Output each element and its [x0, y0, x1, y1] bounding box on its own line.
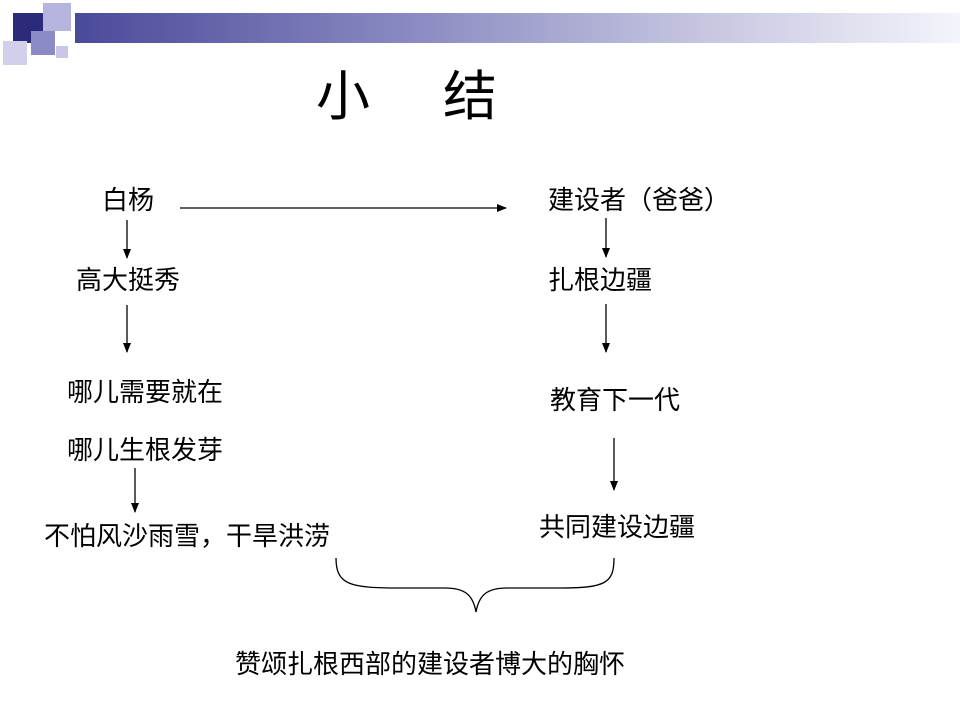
node-tall-straight: 高大挺秀	[76, 266, 181, 296]
header-gradient-band	[75, 13, 960, 43]
slide-title-char-1: 小	[316, 65, 370, 128]
node-educate-next-gen: 教育下一代	[550, 386, 681, 416]
node-root-in-frontier: 扎根边疆	[548, 266, 653, 296]
decor-square-mid	[31, 31, 55, 55]
node-grow-where-needed-line2: 哪儿生根发芽	[67, 436, 224, 466]
node-builder-dad: 建设者（爸爸）	[548, 186, 731, 216]
summary-brace	[335, 557, 615, 613]
node-grow-where-needed-line1: 哪儿需要就在	[67, 378, 224, 408]
node-not-afraid: 不怕风沙雨雪，干旱洪涝	[44, 522, 331, 552]
conclusion-text: 赞颂扎根西部的建设者博大的胸怀	[235, 650, 626, 680]
node-baiyang: 白杨	[102, 186, 155, 216]
slide-title-char-2: 结	[443, 65, 497, 128]
decor-square-light	[3, 41, 27, 65]
decor-square-tiny	[56, 46, 68, 58]
node-build-frontier-together: 共同建设边疆	[539, 513, 696, 543]
decor-square-light	[43, 3, 71, 31]
